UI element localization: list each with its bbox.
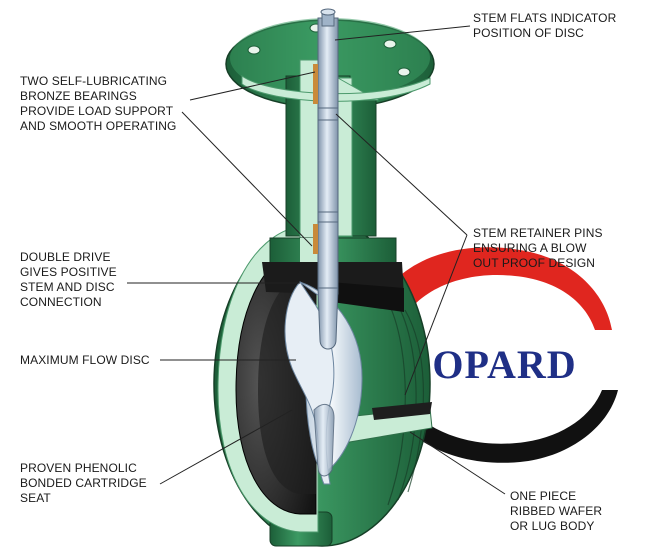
label-double-drive: DOUBLE DRIVE GIVES POSITIVE STEM AND DIS… [20, 250, 117, 309]
logo-black-arc [380, 390, 618, 463]
flow-disc [284, 281, 363, 485]
leader-lines [127, 25, 506, 495]
label-bronze-bearings: TWO SELF-LUBRICATING BRONZE BEARINGS PRO… [20, 74, 177, 133]
label-body: ONE PIECE RIBBED WAFER OR LUG BODY [510, 489, 603, 533]
bronze-bearing-lower [313, 224, 318, 254]
label-phenolic-seat: PROVEN PHENOLIC BONDED CARTRIDGE SEAT [20, 461, 147, 505]
valve-stem [313, 8, 339, 295]
label-max-flow-disc: MAXIMUM FLOW DISC [20, 353, 150, 367]
label-stem-flats: STEM FLATS INDICATOR POSITION OF DISC [473, 11, 617, 40]
bronze-bearing-upper [313, 64, 318, 104]
label-retainer-pins: STEM RETAINER PINS ENSURING A BLOW OUT P… [473, 226, 603, 270]
logo-red-arc [370, 247, 612, 330]
